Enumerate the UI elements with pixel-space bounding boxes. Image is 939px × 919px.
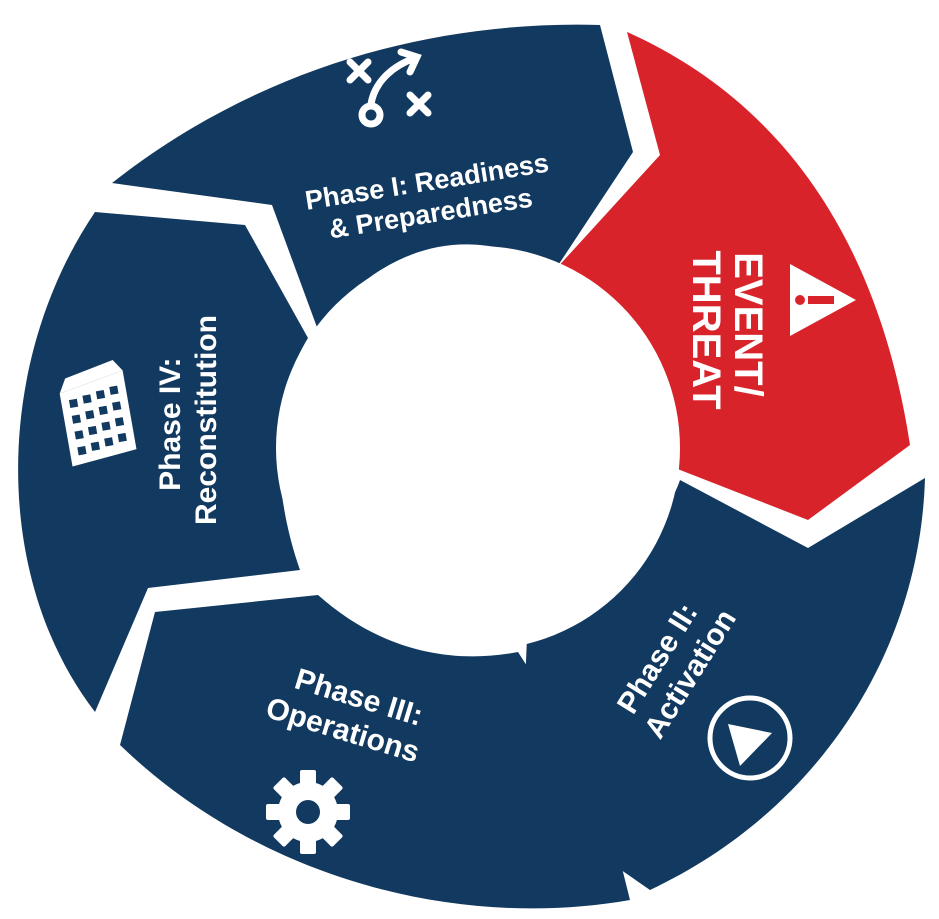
gear-icon (266, 770, 350, 854)
phase-4-line-2: Reconstitution (190, 315, 223, 525)
segment-phase-3[interactable]: Phase III: Operations (120, 595, 630, 909)
playbook-icon (346, 48, 432, 128)
phase-4-line-1: Phase IV: (154, 357, 187, 490)
center-circle (276, 246, 680, 650)
segment-threat[interactable]: EVENT/ THREAT (555, 32, 910, 520)
segment-phase-1-shape (112, 24, 633, 330)
segment-threat-shape (555, 32, 910, 520)
building-icon (59, 359, 137, 467)
segment-phase-4[interactable]: Phase IV: Reconstitution (18, 212, 308, 712)
segment-phase-1[interactable]: Phase I: Readiness & Preparedness (112, 24, 633, 330)
play-icon (707, 695, 793, 781)
segment-phase-3-shape (120, 595, 630, 909)
threat-line-1: EVENT/ (726, 252, 770, 396)
threat-label: EVENT/ THREAT (684, 250, 770, 409)
segment-phase-4-shape (18, 212, 308, 712)
warning-icon (790, 264, 856, 336)
threat-line-2: THREAT (684, 250, 728, 409)
phase-4-label: Phase IV: Reconstitution (154, 315, 223, 525)
